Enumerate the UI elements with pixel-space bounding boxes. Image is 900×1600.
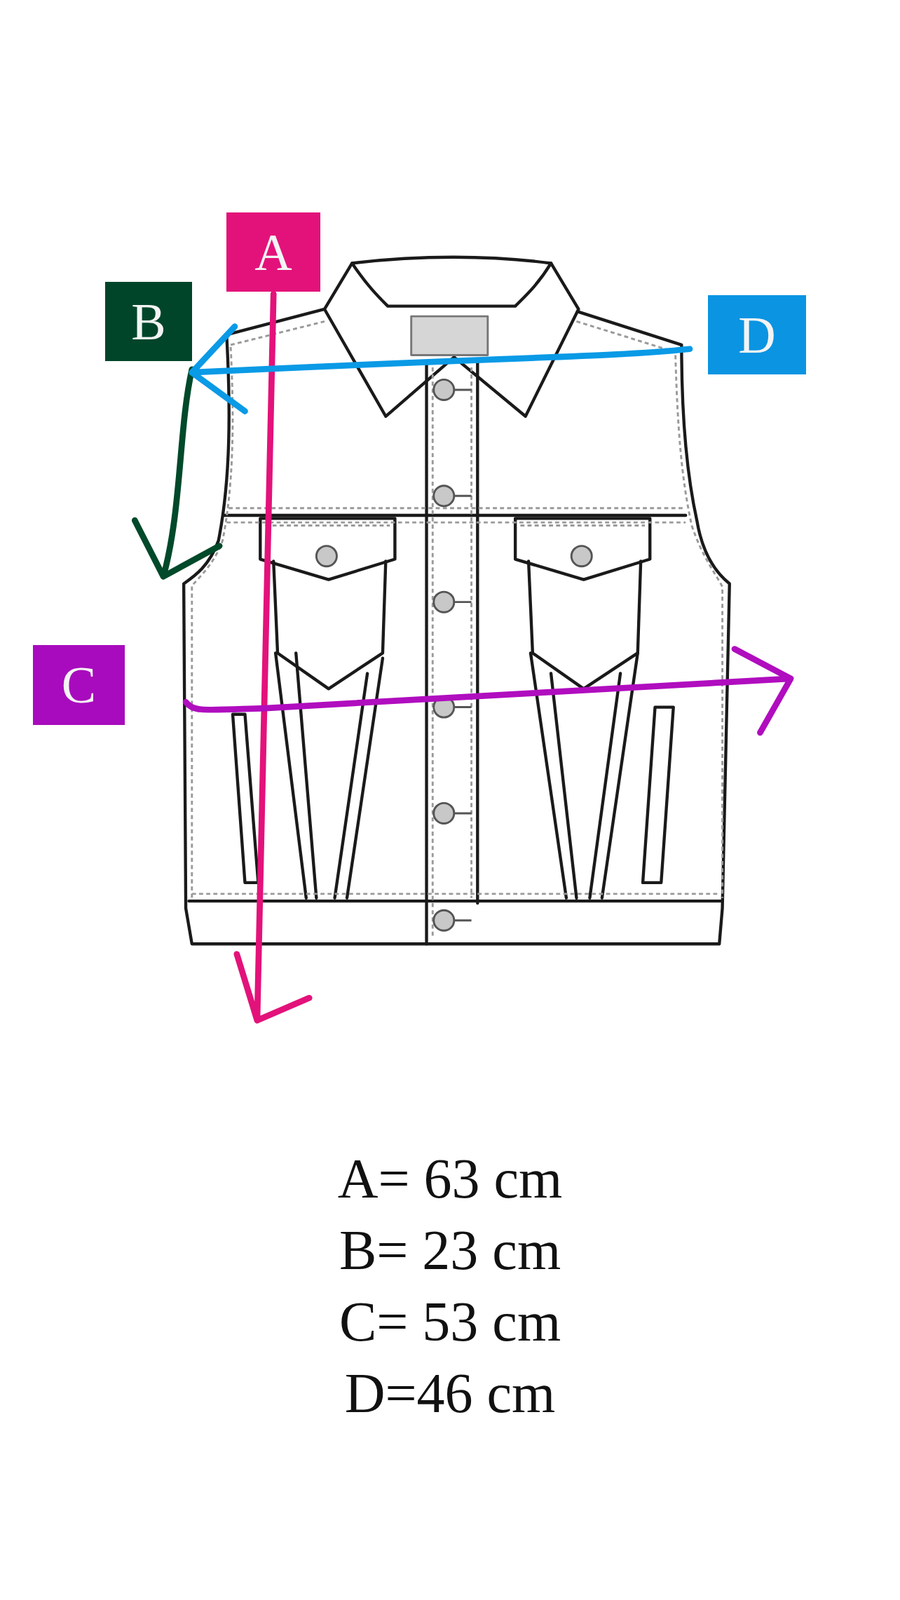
measure-arrow-b bbox=[134, 369, 220, 577]
dimension-text: A= 63 cm bbox=[0, 1142, 900, 1215]
dimension-text: B= 23 cm bbox=[0, 1214, 900, 1286]
measure-label-box: B bbox=[105, 281, 193, 361]
dimension-text: C= 53 cm bbox=[0, 1285, 900, 1358]
measure-arrow-a bbox=[236, 293, 310, 1020]
measure-letter: B bbox=[131, 295, 166, 348]
measure-letter: C bbox=[61, 658, 97, 711]
dimension-text: D=46 cm bbox=[0, 1357, 900, 1429]
measure-label-box: A bbox=[226, 212, 321, 292]
measure-label-box: C bbox=[32, 644, 125, 725]
buttons bbox=[316, 379, 592, 931]
measure-arrow-c bbox=[185, 649, 791, 733]
measure-letter: A bbox=[254, 226, 292, 279]
measure-letter: D bbox=[738, 309, 776, 361]
measure-label-box: D bbox=[707, 295, 807, 375]
measure-arrow-d bbox=[192, 326, 690, 412]
